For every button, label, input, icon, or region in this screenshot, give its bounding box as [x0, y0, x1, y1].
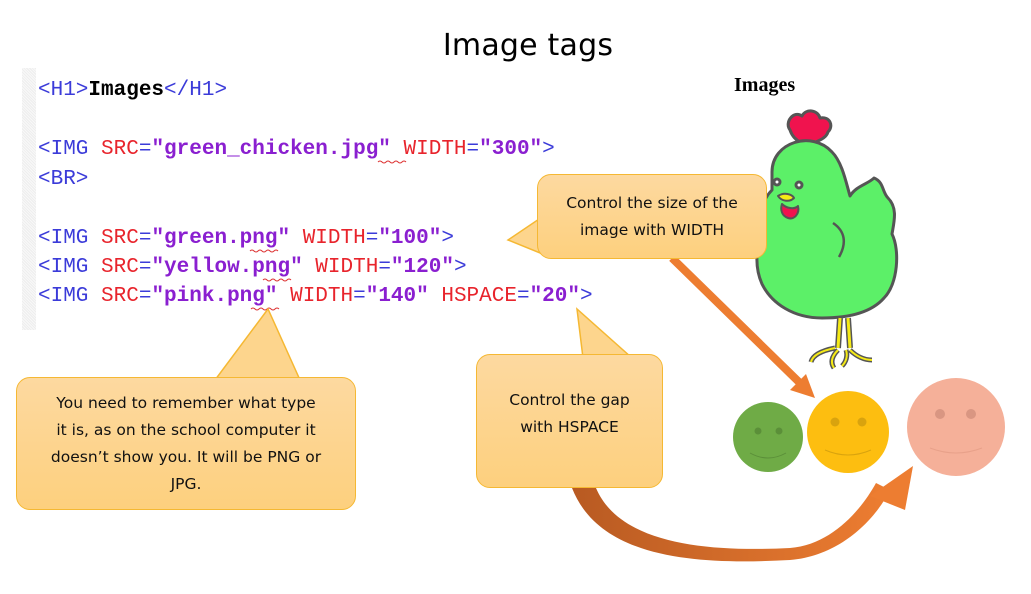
- callout-type-line: JPG.: [170, 474, 202, 493]
- code-gutter: [22, 68, 36, 330]
- tag-end: >: [580, 285, 593, 308]
- value-src: "green_chicken.jpg": [151, 138, 391, 161]
- tag-img: <IMG: [38, 138, 89, 161]
- value-width: "120": [390, 256, 454, 279]
- arrow-hspace-icon: [572, 466, 913, 562]
- arrow-width-icon: [669, 255, 815, 398]
- callout-pointer: [213, 307, 302, 381]
- code-line-img-green: <IMG SRC="green.png" WIDTH="100">: [38, 227, 454, 251]
- equals: =: [378, 256, 391, 279]
- value-width: "300": [479, 138, 543, 161]
- code-line-br: <BR>: [38, 168, 88, 192]
- tag-end: >: [542, 138, 555, 161]
- code-line-h1: <H1>Images</H1>: [38, 79, 227, 103]
- callout-hspace-line: Control the gap: [509, 391, 630, 409]
- equals: =: [466, 138, 480, 161]
- equals: =: [365, 227, 379, 250]
- tag-end: >: [453, 256, 467, 279]
- equals: =: [516, 285, 530, 308]
- tag-end: >: [441, 227, 454, 250]
- green-chicken-image: [755, 109, 899, 370]
- tag-close: </H1>: [164, 79, 228, 102]
- value-width: "100": [378, 227, 442, 250]
- equals: =: [138, 256, 152, 279]
- spellcheck-squiggle: [262, 278, 292, 282]
- attr-width: WIDTH: [315, 256, 379, 279]
- preview-heading: Images: [734, 74, 796, 96]
- value-src: "yellow.png": [151, 256, 303, 279]
- value-hspace: "20": [529, 285, 580, 308]
- callout-hspace-line: with HSPACE: [520, 418, 619, 436]
- spellcheck-squiggle: [249, 249, 279, 253]
- attr-hspace: HSPACE: [441, 285, 517, 308]
- tag-open: <H1>: [38, 79, 89, 102]
- code-line-img-yellow: <IMG SRC="yellow.png" WIDTH="120">: [38, 256, 467, 280]
- spellcheck-squiggle: [250, 307, 280, 311]
- attr-src: SRC: [101, 285, 139, 308]
- attr-src: SRC: [101, 227, 139, 250]
- attr-src: SRC: [101, 256, 139, 279]
- callout-type-line: doesn’t show you. It will be PNG or: [50, 447, 322, 466]
- tag-img: <IMG: [38, 285, 89, 308]
- tag-img: <IMG: [38, 227, 89, 250]
- value-width: "140": [365, 285, 429, 308]
- callout-hspace: Control the gap with HSPACE: [476, 354, 663, 488]
- callout-pointer: [576, 307, 634, 359]
- tag-br: <BR>: [38, 168, 89, 191]
- attr-width: WIDTH: [403, 138, 467, 161]
- yellow-smiley-image: [807, 391, 889, 473]
- slide-title: Image tags: [442, 28, 614, 63]
- callout-width-line: Control the size of the: [566, 193, 738, 212]
- equals: =: [353, 285, 366, 308]
- spellcheck-squiggle: [377, 160, 407, 164]
- tag-img: <IMG: [38, 256, 89, 279]
- equals: =: [138, 138, 152, 161]
- attr-width: WIDTH: [302, 227, 366, 250]
- attr-width: WIDTH: [290, 285, 354, 308]
- callout-file-type: You need to remember what type it is, as…: [16, 377, 356, 510]
- green-smiley-image: [733, 402, 803, 472]
- callout-type-line: You need to remember what type: [56, 393, 316, 412]
- attr-src: SRC: [101, 138, 139, 161]
- callout-type-line: it is, as on the school computer it: [56, 420, 316, 439]
- value-src: "pink.png": [151, 285, 278, 308]
- code-line-img-chicken: <IMG SRC="green_chicken.jpg" WIDTH="300"…: [38, 138, 555, 162]
- callout-width: Control the size of the image with WIDTH: [537, 174, 767, 259]
- equals: =: [138, 227, 152, 250]
- callout-width-line: image with WIDTH: [580, 220, 724, 239]
- code-line-img-pink: <IMG SRC="pink.png" WIDTH="140" HSPACE="…: [38, 285, 593, 309]
- value-src: "green.png": [151, 227, 291, 250]
- pink-smiley-image: [907, 378, 1005, 476]
- equals: =: [138, 285, 152, 308]
- h1-content: Images: [88, 79, 165, 102]
